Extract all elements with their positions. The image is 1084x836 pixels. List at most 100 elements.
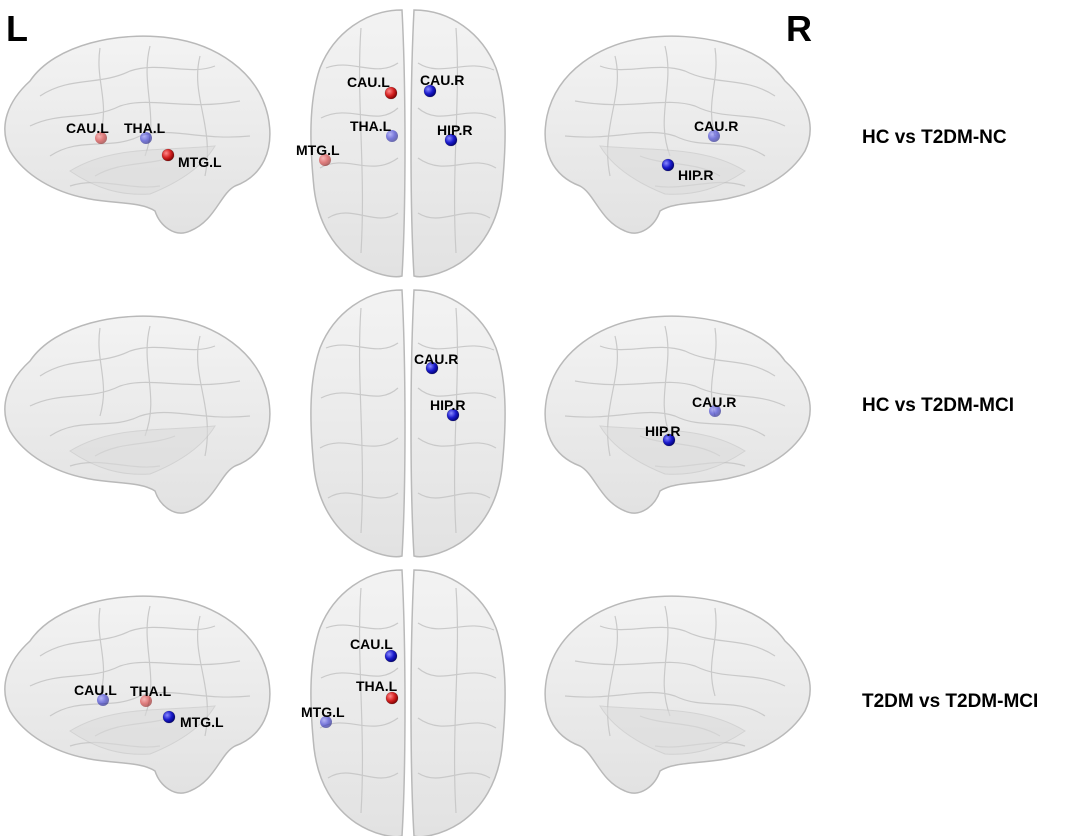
- gyrus-fold: [327, 492, 399, 499]
- brain-outline: [4, 35, 271, 234]
- gyrus-fold: [98, 47, 105, 137]
- region-marker-cau-l-row-1: [95, 132, 107, 144]
- gyrus-fold: [144, 325, 152, 437]
- gyrus-fold: [327, 772, 399, 779]
- region-label-hip-r-row-1: HIP.R: [678, 167, 714, 183]
- gyrus-fold: [417, 342, 495, 351]
- brain-outline: [544, 595, 811, 794]
- region-label-mtg-l-row-1: MTG.L: [296, 142, 340, 158]
- gyrus-fold: [574, 380, 786, 407]
- gyrus-fold: [417, 107, 497, 119]
- right-hemisphere-outline: [410, 9, 506, 278]
- region-marker-tha-l-row-3: [140, 695, 152, 707]
- region-label-cau-l-row-3: CAU.L: [350, 636, 393, 652]
- row-title-1: HC vs T2DM-NC: [862, 127, 1007, 148]
- gyrus-fold: [39, 345, 216, 377]
- gyrus-fold: [710, 47, 717, 137]
- region-label-hip-r-row-2: HIP.R: [645, 423, 681, 439]
- temporal-lobe-shading: [599, 425, 746, 475]
- gyrus-fold: [29, 380, 241, 407]
- region-marker-tha-l-row-3: [385, 691, 399, 705]
- left-hemisphere-outline: [310, 289, 406, 558]
- gyrus-fold: [574, 100, 786, 127]
- gyrus-fold: [98, 327, 105, 417]
- gyrus-fold: [417, 717, 497, 729]
- region-marker-hip-r-row-1: [444, 133, 458, 147]
- gyrus-fold: [606, 55, 619, 177]
- gyrus-fold: [327, 212, 399, 219]
- gyrus-fold: [320, 667, 399, 679]
- region-label-cau-r-row-2: CAU.R: [414, 351, 458, 367]
- region-marker-cau-l-row-3: [97, 694, 109, 706]
- gyrus-fold: [196, 55, 209, 177]
- region-label-tha-l-row-3: THA.L: [130, 683, 172, 699]
- region-marker-cau-l-row-3: [384, 649, 398, 663]
- gyrus-fold: [564, 131, 766, 157]
- gyrus-fold: [417, 437, 497, 449]
- gyrus-fold: [49, 411, 251, 437]
- gyrus-fold: [599, 625, 776, 657]
- gyrus-fold: [574, 660, 786, 687]
- region-label-tha-l-row-1: THA.L: [350, 118, 392, 134]
- gyrus-fold: [417, 772, 491, 779]
- temporal-lobe-shading: [69, 145, 216, 195]
- region-marker-mtg-l-row-3: [320, 716, 332, 728]
- right-lateral-brain-row-3: [544, 595, 811, 794]
- gyrus-fold: [39, 625, 216, 657]
- brain-outline: [4, 315, 271, 514]
- gyrus-fold: [320, 387, 399, 399]
- gyrus-fold: [196, 615, 209, 737]
- region-label-tha-l-row-3: THA.L: [356, 678, 398, 694]
- region-marker-tha-l-row-1: [140, 132, 152, 144]
- region-label-mtg-l-row-3: MTG.L: [180, 714, 224, 730]
- dorsal-brain-row-1: [310, 9, 506, 278]
- gyrus-fold: [663, 45, 671, 157]
- region-label-mtg-l-row-3: MTG.L: [301, 704, 345, 720]
- gyrus-fold: [144, 45, 152, 157]
- left-hemisphere-outline: [310, 569, 406, 836]
- gyrus-fold: [417, 492, 491, 499]
- right-lateral-brain-row-1: [544, 35, 811, 234]
- region-label-mtg-l-row-1: MTG.L: [178, 154, 222, 170]
- gyrus-fold: [320, 107, 399, 119]
- gyrus-fold: [98, 607, 105, 697]
- gyrus-fold: [358, 307, 364, 534]
- gyrus-fold: [710, 607, 717, 697]
- row-title-2: HC vs T2DM-MCI: [862, 395, 1015, 416]
- gyrus-fold: [319, 437, 399, 449]
- gyrus-fold: [29, 660, 241, 687]
- region-label-cau-r-row-1: CAU.R: [420, 72, 464, 88]
- region-label-cau-l-row-1: CAU.L: [347, 74, 390, 90]
- gyrus-fold: [417, 62, 495, 71]
- region-marker-cau-r-row-1: [708, 130, 720, 142]
- gyrus-fold: [663, 325, 671, 437]
- gyrus-fold: [417, 387, 497, 399]
- gyrus-fold: [599, 345, 776, 377]
- gyrus-fold: [663, 605, 671, 717]
- region-marker-cau-r-row-2: [425, 361, 439, 375]
- region-marker-cau-l-row-1: [384, 86, 398, 100]
- region-marker-hip-r-row-2: [662, 433, 676, 447]
- gyrus-fold: [606, 615, 619, 737]
- dorsal-brain-row-3: [310, 569, 506, 836]
- gyrus-fold: [196, 335, 209, 457]
- brain-outline: [544, 35, 811, 234]
- region-marker-mtg-l-row-1: [161, 148, 175, 162]
- temporal-lobe-shading: [599, 705, 746, 755]
- gyrus-fold: [39, 65, 216, 97]
- region-marker-mtg-l-row-3: [162, 710, 176, 724]
- region-label-cau-r-row-1: CAU.R: [694, 118, 738, 134]
- region-label-hip-r-row-2: HIP.R: [430, 397, 466, 413]
- brain-outline: [544, 315, 811, 514]
- gyrus-fold: [29, 100, 241, 127]
- gyrus-fold: [49, 691, 251, 717]
- dorsal-brain-row-2: [310, 289, 506, 558]
- gyrus-fold: [417, 667, 497, 679]
- region-label-cau-r-row-2: CAU.R: [692, 394, 736, 410]
- region-marker-cau-r-row-2: [709, 405, 721, 417]
- gyrus-fold: [358, 587, 364, 814]
- region-marker-cau-r-row-1: [423, 84, 437, 98]
- gyrus-fold: [417, 622, 495, 631]
- temporal-lobe-shading: [599, 145, 746, 195]
